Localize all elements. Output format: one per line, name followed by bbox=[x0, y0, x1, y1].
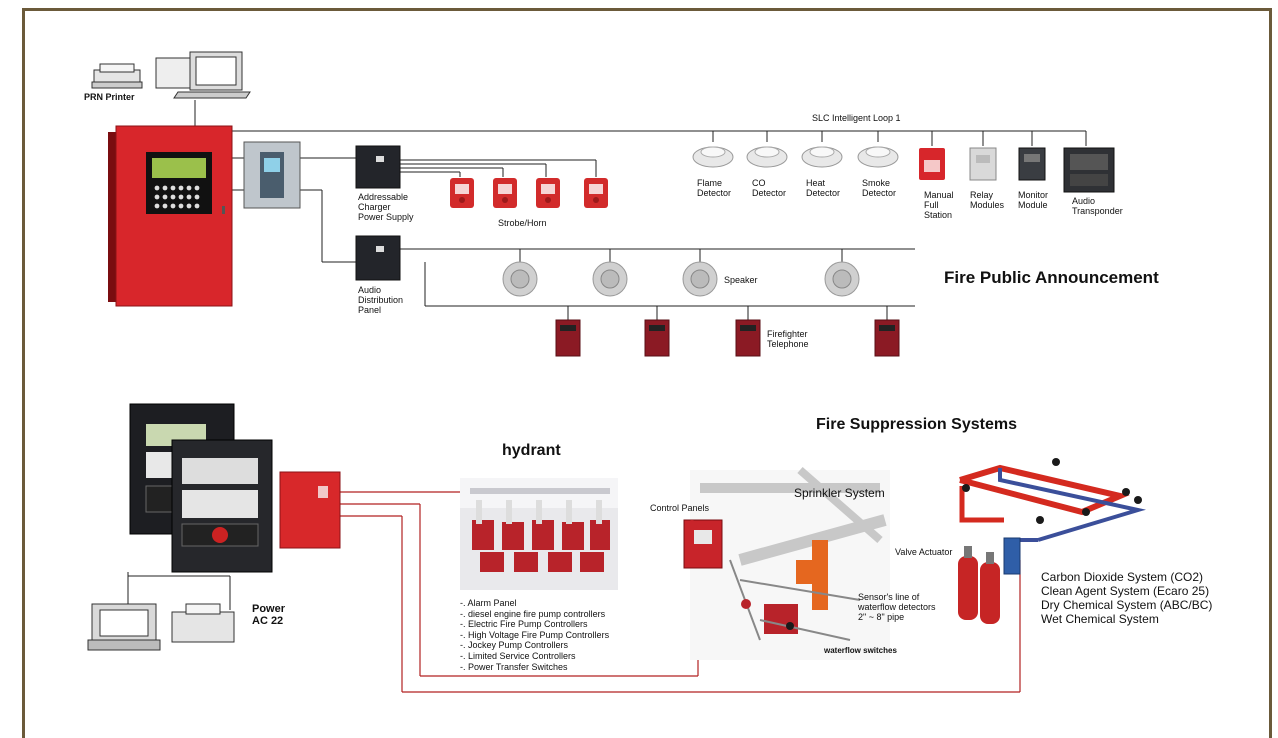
list-item: -. Jockey Pump Controllers bbox=[460, 640, 569, 651]
list-item: -. Limited Service Controllers bbox=[460, 650, 576, 661]
co-detector-icon bbox=[746, 146, 788, 168]
hydrant-photo bbox=[460, 478, 618, 590]
workstation-icon bbox=[87, 603, 161, 651]
relay-modules-label: Relay Modules bbox=[970, 190, 1005, 210]
waterflow-switches-label: waterflow switches bbox=[824, 646, 897, 655]
list-item: -. High Voltage Fire Pump Controllers bbox=[460, 629, 610, 640]
strobe-horn-icons bbox=[450, 178, 608, 208]
relay-module-icon bbox=[969, 147, 997, 181]
power-label: Power AC 22 bbox=[252, 603, 286, 627]
detector-icons bbox=[692, 146, 1115, 193]
prn-printer-label: PRN Printer bbox=[84, 92, 135, 102]
list-item: Wet Chemical System bbox=[1041, 612, 1159, 626]
computer-icon bbox=[155, 51, 251, 99]
speaker-label: Speaker bbox=[724, 275, 758, 285]
agent-system-list: Carbon Dioxide System (CO2) Clean Agent … bbox=[1041, 570, 1212, 626]
hydrant-controller-list: -. Alarm Panel -. diesel engine fire pum… bbox=[460, 598, 609, 672]
list-item: -. Power Transfer Switches bbox=[460, 661, 568, 672]
interface-module bbox=[243, 141, 301, 209]
heat-detector-icon bbox=[801, 146, 843, 168]
slc-loop-label: SLC Intelligent Loop 1 bbox=[812, 113, 901, 123]
co-detector-label: CO Detector bbox=[752, 178, 787, 198]
hydrant-title: hydrant bbox=[502, 442, 561, 459]
audio-distribution-label: Audio Distribution Panel bbox=[358, 285, 404, 315]
smoke-detector-label: Smoke Detector bbox=[862, 178, 897, 198]
prn-printer-icon bbox=[91, 63, 143, 89]
audio-transponder-icon bbox=[1063, 147, 1115, 193]
fire-alarm-control-panel bbox=[108, 125, 233, 307]
audio-distribution-panel-icon bbox=[355, 235, 401, 281]
agent-cylinders bbox=[958, 537, 1021, 624]
addressable-charger-icon bbox=[355, 145, 401, 189]
sprinkler-illustration bbox=[683, 466, 890, 660]
manual-pull-station-icon bbox=[919, 148, 945, 180]
manual-pull-station-label: Manual Full Station bbox=[924, 190, 954, 220]
clean-agent-pipes bbox=[959, 458, 1146, 542]
charger-label: Addressable Charger Power Supply bbox=[358, 192, 414, 222]
valve-actuator-label: Valve Actuator bbox=[895, 547, 953, 557]
control-panels-label: Control Panels bbox=[650, 503, 710, 513]
list-item: -. Electric Fire Pump Controllers bbox=[460, 619, 588, 630]
list-item: Carbon Dioxide System (CO2) bbox=[1041, 570, 1204, 584]
flame-detector-label: Flame Detector bbox=[697, 178, 732, 198]
firefighter-telephone-label: Firefighter Telephone bbox=[767, 329, 809, 349]
list-item: -. diesel engine fire pump controllers bbox=[460, 608, 606, 619]
monitor-module-icon bbox=[1018, 147, 1046, 181]
flame-detector-icon bbox=[692, 146, 734, 168]
suppression-control-panels bbox=[129, 403, 341, 573]
heat-detector-label: Heat Detector bbox=[806, 178, 841, 198]
smoke-detector-icon bbox=[857, 146, 899, 168]
fire-suppression-title: Fire Suppression Systems bbox=[816, 416, 1017, 433]
speaker-icons bbox=[502, 261, 860, 297]
fire-public-announcement-title: Fire Public Announcement bbox=[944, 268, 1159, 287]
firefighter-telephone-icons bbox=[555, 319, 900, 357]
list-item: Dry Chemical System (ABC/BC) bbox=[1041, 598, 1213, 612]
bottom-printer-icon bbox=[171, 603, 235, 643]
list-item: Clean Agent System (Ecaro 25) bbox=[1041, 584, 1210, 598]
audio-transponder-label: Audio Transponder bbox=[1072, 196, 1123, 216]
monitor-module-label: Monitor Module bbox=[1018, 190, 1049, 210]
sprinkler-system-label: Sprinkler System bbox=[794, 486, 885, 500]
strobe-label: Strobe/Horn bbox=[498, 218, 547, 228]
sensor-line-label: Sensor's line of waterflow detectors 2" … bbox=[858, 592, 936, 622]
list-item: -. Alarm Panel bbox=[460, 598, 517, 608]
